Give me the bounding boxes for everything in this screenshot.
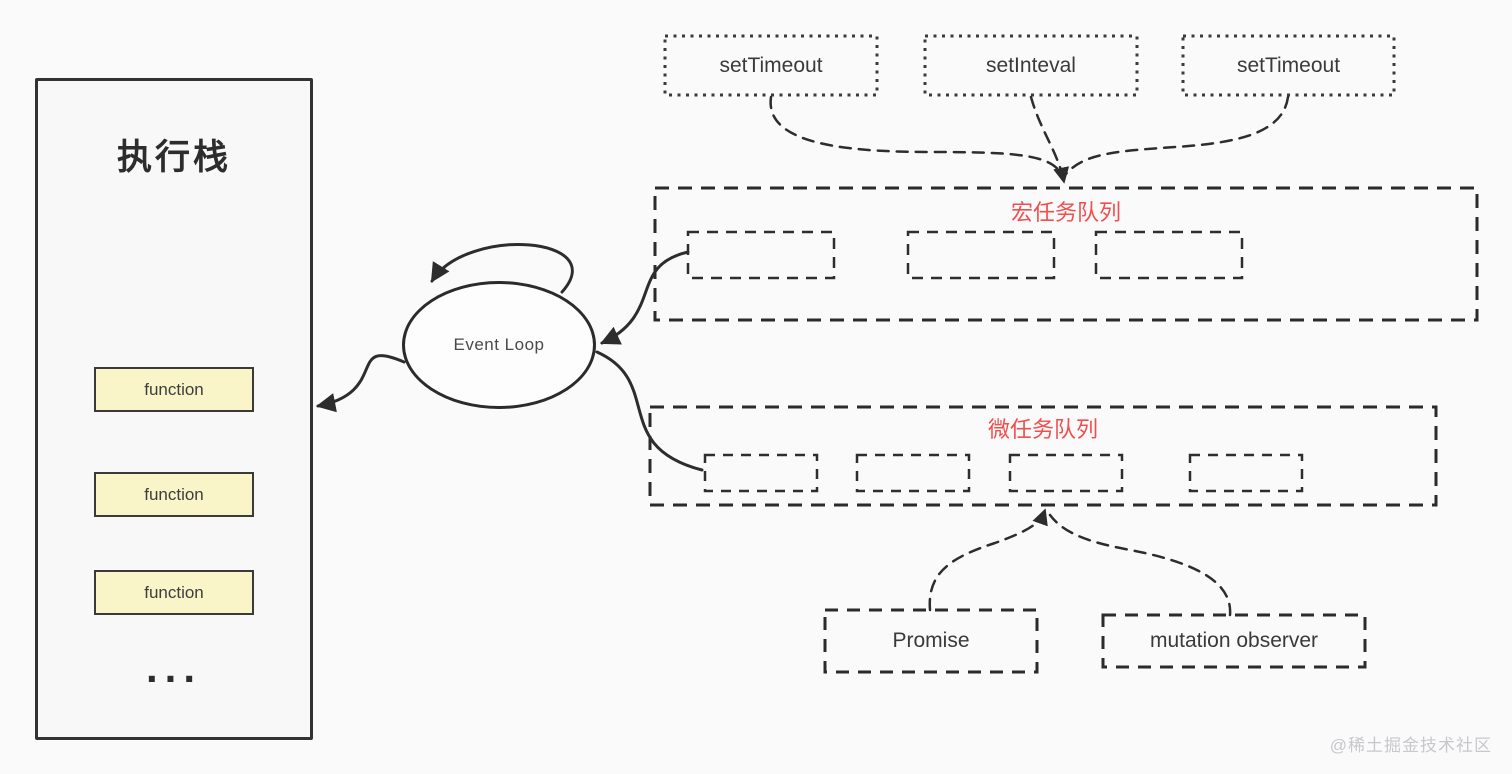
wire-mutation-observer-to-micro-queue [1048, 513, 1232, 617]
wire-event-loop-to-micro-queue [595, 350, 704, 472]
mutation-observer-source-box-outline [1101, 613, 1367, 669]
settimeout-source-box-outline-2 [1181, 34, 1396, 97]
event-loop-label: Event Loop [453, 335, 545, 354]
wire-promise-to-micro-queue [928, 508, 1048, 612]
event-loop-node: Event Loop [402, 281, 596, 409]
wire-event-loop-to-execution-stack [315, 354, 406, 413]
stack-function-frame: function [94, 472, 254, 517]
stack-ellipsis: ... [145, 644, 202, 691]
micro-task-empty-slot [855, 453, 971, 493]
wire-setinteval-to-macro-queue [1029, 95, 1070, 184]
wire-macro-queue-to-event-loop [600, 250, 690, 345]
wire-settimeout1-to-macro-queue [769, 95, 1062, 174]
micro-task-empty-slot [1188, 453, 1304, 493]
stack-function-frame: function [94, 367, 254, 412]
micro-task-empty-slot [703, 453, 819, 493]
execution-stack-title: 执行栈 [116, 138, 231, 177]
macro-task-empty-slot [906, 230, 1056, 280]
macro-task-queue-outline [653, 186, 1479, 322]
macro-task-empty-slot [1094, 230, 1244, 280]
setinteval-source-box-outline [923, 34, 1139, 97]
micro-task-empty-slot [1008, 453, 1124, 493]
promise-source-box-outline [823, 608, 1039, 674]
settimeout-source-box-outline-1 [663, 34, 879, 97]
wire-event-loop-self-loop [430, 243, 574, 294]
stack-function-frame: function [94, 570, 254, 615]
execution-stack-box: 执行栈 function function function ... [35, 78, 313, 740]
wire-settimeout2-to-macro-queue [1064, 95, 1290, 176]
macro-task-empty-slot [686, 230, 836, 280]
micro-task-queue-outline [648, 405, 1438, 507]
